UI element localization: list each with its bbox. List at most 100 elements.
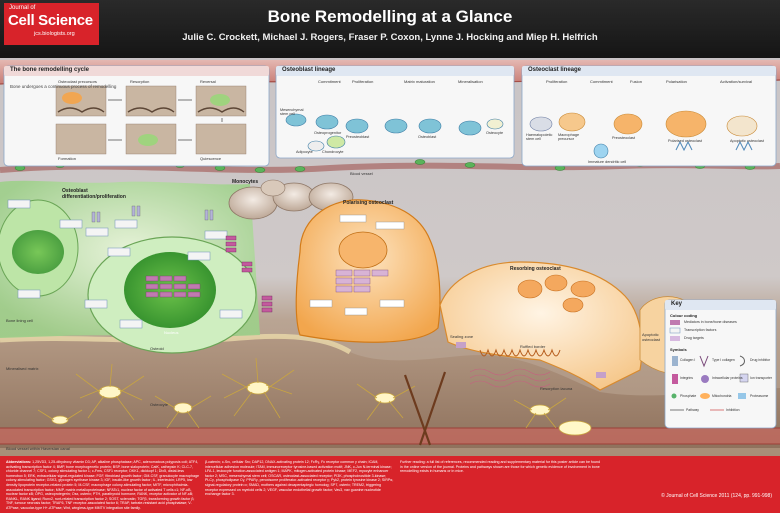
mineralised-bone (0, 336, 780, 448)
key-s7: Phosphate (680, 394, 697, 398)
ob-cell-progenitor: Osteoprogenitor (314, 131, 342, 135)
polarising-oc-boxes (335, 269, 389, 293)
label-resorbing-oc: Resorbing osteoclast (510, 266, 561, 272)
key-symbols: Symbols (670, 347, 687, 352)
ob-cell-osteoblast: Osteoblast (418, 135, 437, 139)
label-polarising-oc: Polarising osteoclast (343, 200, 394, 206)
ob-stage-4: Mineralisation (458, 79, 483, 84)
key-s1: Collagen I (680, 358, 696, 362)
drug-sticks (403, 371, 447, 446)
oc-stage-3: Fusion (630, 79, 643, 84)
transcription-factor-boxes (145, 275, 201, 298)
label-apoptotic-oc: Apoptotic osteoclast (642, 332, 661, 342)
label-osteoblast-region: Osteoblast differentiation/proliferation (62, 188, 126, 200)
ob-stage-1: Commitment (318, 79, 341, 84)
journal-prefix: Journal of (9, 5, 36, 11)
bottom-blood-vessel (0, 428, 780, 444)
ob-cell-msc: Mesenchymal stem cell (280, 108, 304, 116)
cycle-stages (55, 85, 247, 155)
header-bar: Journal of Cell Science jcs.biologists.o… (0, 0, 780, 58)
footer-bar: Abbreviations: 1,25VD3, 1,25-dihydroxy v… (0, 456, 780, 513)
cycle-stage-1: Osteoclast precursors (58, 79, 97, 84)
ob-cell-osteocyte: Osteocyte (486, 131, 504, 135)
abbreviations-text-1: 1,25VD3, 1,25-dihydroxy vitamin D3; AP, … (6, 460, 199, 510)
key-s6: Ion transporter (750, 376, 773, 380)
key-swatches (669, 320, 749, 411)
journal-name: Cell Science (8, 12, 93, 29)
panel-cycle-header (4, 66, 269, 76)
ruffled-border (479, 348, 561, 357)
copyright: © Journal of Cell Science 2011 (124, pp.… (661, 493, 772, 499)
receptors (91, 205, 214, 223)
osteoblast-nucleus-left (12, 230, 64, 274)
osteoblast-nucleus-main (124, 252, 216, 328)
label-bottom-vessel: Blood vessel within Haversian canal (6, 446, 70, 451)
ob-cell-preosteoblast: Preosteoblast (346, 135, 370, 139)
key-s17: Inhibition (726, 408, 740, 412)
oc-lineage-cells (529, 110, 758, 159)
sealing-zone-left (456, 342, 466, 348)
key-s8: Mitochondria (712, 394, 732, 398)
osteoclast-nucleus-a (338, 231, 388, 269)
label-ruffled-border: Ruffled border (520, 344, 546, 349)
journal-logo[interactable]: Journal of Cell Science jcs.biologists.o… (4, 3, 99, 45)
key-s3: Drug inhibitor (750, 358, 771, 362)
panel-ob-title: Osteoblast lineage (282, 67, 336, 73)
label-blood-vessel: Blood vessel (350, 171, 373, 176)
key-c3: Drug targets (684, 336, 704, 340)
cycle-stage-2: Resorption (130, 79, 150, 84)
key-c2: Transcription factors (684, 328, 717, 332)
resorption-lacuna-fibers (469, 368, 551, 388)
panel-key-title: Key (671, 301, 683, 307)
panel-ob-header (276, 66, 514, 76)
key-s2: Type I collagen (712, 358, 735, 362)
dendritic-spikes (675, 140, 693, 152)
label-monocytes: Monocytes (232, 179, 259, 185)
panel-cycle-title: The bone remodelling cycle (10, 67, 90, 73)
ob-lineage-cells (285, 113, 504, 152)
oc-stage-1: Proliferation (546, 79, 568, 84)
dendritic-spikes-2 (735, 140, 753, 152)
abbreviations-col-2: β-catenin; c-Src, cellular Src; DAP12, D… (205, 460, 395, 510)
abbreviations-col-3: Further reading: a full list of referenc… (400, 460, 600, 510)
oc-stage-2: Commitment (590, 79, 613, 84)
oc-stage-5: Activation/survival (720, 79, 753, 84)
label-nucleus: Nucleus (164, 330, 179, 335)
label-mineralised: Mineralised matrix (6, 366, 39, 371)
resorbing-oc-nuclei (517, 274, 596, 313)
oc-cell-dendritic: Immature dendritic cell (588, 160, 627, 164)
panel-oc-header (522, 66, 776, 76)
cycle-stage-5: Quiescence (200, 156, 222, 161)
key-colour-coding: Colour coding (670, 313, 698, 318)
oc-stage-4: Polarisation (666, 79, 687, 84)
osteocytes (37, 357, 567, 429)
ob-cell-chondrocyte: Chondrocyte (322, 150, 344, 154)
key-s4: Integrins (680, 376, 694, 380)
oc-cell-hsc: Haematopoietic stem cell (526, 133, 553, 141)
osteocyte-bottom (558, 420, 592, 436)
panel-key-header (665, 300, 776, 310)
rank-receptors (225, 235, 273, 313)
key-s5: Intracellular proteins (712, 376, 743, 380)
poster-title: Bone Remodelling at a Glance (267, 7, 513, 26)
key-c1: Mediators in bone/bone diseases (684, 320, 737, 324)
abbreviations-title: Abbreviations: (6, 460, 32, 464)
cycle-stage-3: Reversal (200, 79, 216, 84)
oc-cell-apoptotic: Apoptotic osteoclast (730, 139, 764, 143)
sealing-zone-right (596, 372, 606, 378)
abbreviations-col-1: Abbreviations: 1,25VD3, 1,25-dihydroxy v… (6, 460, 201, 510)
label-lining-cell: Bone lining cell (6, 318, 33, 323)
polarising-oc-label-boxes (309, 214, 405, 316)
label-sealing-zone: Sealing zone (450, 334, 474, 339)
key-s9: Proteasome (750, 394, 769, 398)
oc-cell-macrophage: Macrophage precursor (558, 133, 580, 141)
cycle-intro-line: Bone undergoes a continuous process of r… (10, 84, 117, 89)
ob-stage-2: Proliferation (352, 79, 374, 84)
label-osteocyte: Osteocyte (150, 402, 169, 407)
ob-stage-3: Matrix maturation (404, 79, 435, 84)
poster-authors: Julie C. Crockett, Michael J. Rogers, Fr… (182, 32, 598, 43)
ob-cell-adipocyte: Adipocyte (296, 150, 313, 154)
panel-oc-title: Osteoclast lineage (528, 67, 582, 73)
